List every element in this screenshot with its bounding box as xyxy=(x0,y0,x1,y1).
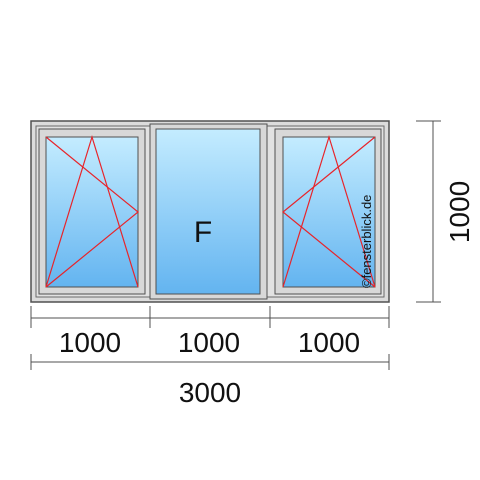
left-sash xyxy=(38,128,146,295)
middle-fixed-pane: F xyxy=(149,123,268,300)
total-width-label: 3000 xyxy=(179,377,241,408)
left-sash-glass xyxy=(45,136,139,288)
middle-pane-glass xyxy=(155,128,261,295)
fixed-pane-label: F xyxy=(194,216,212,249)
right-sash-turn-mark xyxy=(282,136,376,288)
watermark-text: ©fensterblick.de xyxy=(359,195,374,288)
segment-width-label-1: 1000 xyxy=(59,327,121,358)
right-sash-tilt-mark xyxy=(282,134,376,288)
width-dimension-lines xyxy=(30,306,390,370)
right-sash: ©fensterblick.de xyxy=(274,128,382,295)
height-dimension-lines xyxy=(416,120,441,303)
height-label: 1000 xyxy=(444,181,475,243)
segment-width-label-2: 1000 xyxy=(178,327,240,358)
left-sash-tilt-mark xyxy=(45,134,139,288)
right-sash-glass xyxy=(282,136,376,288)
segment-width-label-3: 1000 xyxy=(298,327,360,358)
left-sash-turn-mark xyxy=(45,136,139,288)
